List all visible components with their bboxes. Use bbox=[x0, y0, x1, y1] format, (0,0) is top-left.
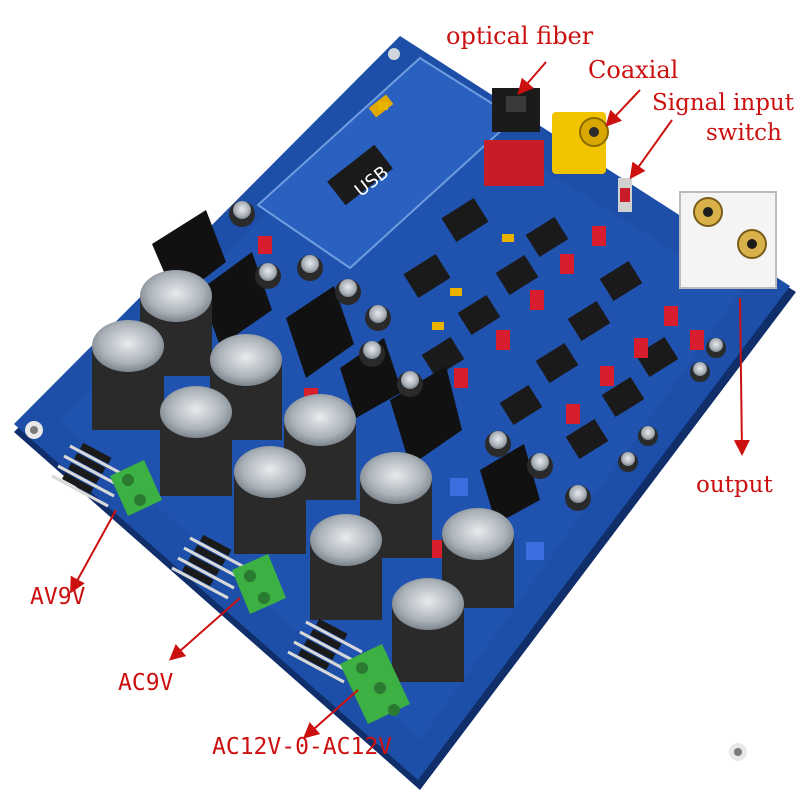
output-jack-left-pin bbox=[703, 207, 713, 217]
mount-hole bbox=[30, 426, 38, 434]
label-av9v: AV9V bbox=[30, 584, 86, 610]
input-switch-lever bbox=[620, 188, 630, 202]
usb-chip bbox=[327, 144, 393, 206]
label-ac9v: AC9V bbox=[118, 670, 174, 696]
trimmer-pot bbox=[526, 542, 544, 560]
rectifier-diodes bbox=[51, 444, 363, 684]
label-ac12v: AC12V-0-AC12V bbox=[212, 734, 393, 760]
arrow-optical-fiber bbox=[517, 61, 547, 96]
label-switch: switch bbox=[706, 120, 782, 146]
output-jack-right-pin bbox=[747, 239, 757, 249]
arrow-ac12v bbox=[303, 689, 359, 739]
label-optical-fiber: optical fiber bbox=[446, 22, 594, 50]
mount-hole bbox=[388, 48, 400, 60]
terminal-ac12v bbox=[340, 644, 410, 724]
arrow-coaxial bbox=[605, 89, 641, 127]
trimmer-pot bbox=[450, 478, 468, 496]
coaxial-pin bbox=[589, 127, 599, 137]
diode-bodies bbox=[61, 442, 348, 671]
tantalum-caps bbox=[378, 102, 514, 330]
terminal-ac9v bbox=[232, 554, 286, 614]
mount-hole bbox=[734, 748, 742, 756]
arrow-av9v bbox=[70, 509, 117, 594]
label-output: output bbox=[696, 472, 773, 498]
optical-port bbox=[506, 96, 526, 112]
large-capacitors bbox=[92, 270, 514, 682]
arrow-output bbox=[733, 297, 750, 456]
terminal-av9v bbox=[110, 460, 162, 516]
box-capacitor bbox=[484, 140, 544, 186]
arrow-ac9v bbox=[169, 597, 241, 661]
arrow-signal-switch bbox=[629, 119, 673, 180]
label-signal-input: Signal input bbox=[652, 90, 794, 116]
label-coaxial: Coaxial bbox=[588, 56, 679, 84]
small-capacitors bbox=[229, 201, 726, 511]
opamp-grid bbox=[421, 216, 679, 460]
dac-chip bbox=[403, 254, 451, 298]
dac-chip bbox=[441, 198, 489, 242]
